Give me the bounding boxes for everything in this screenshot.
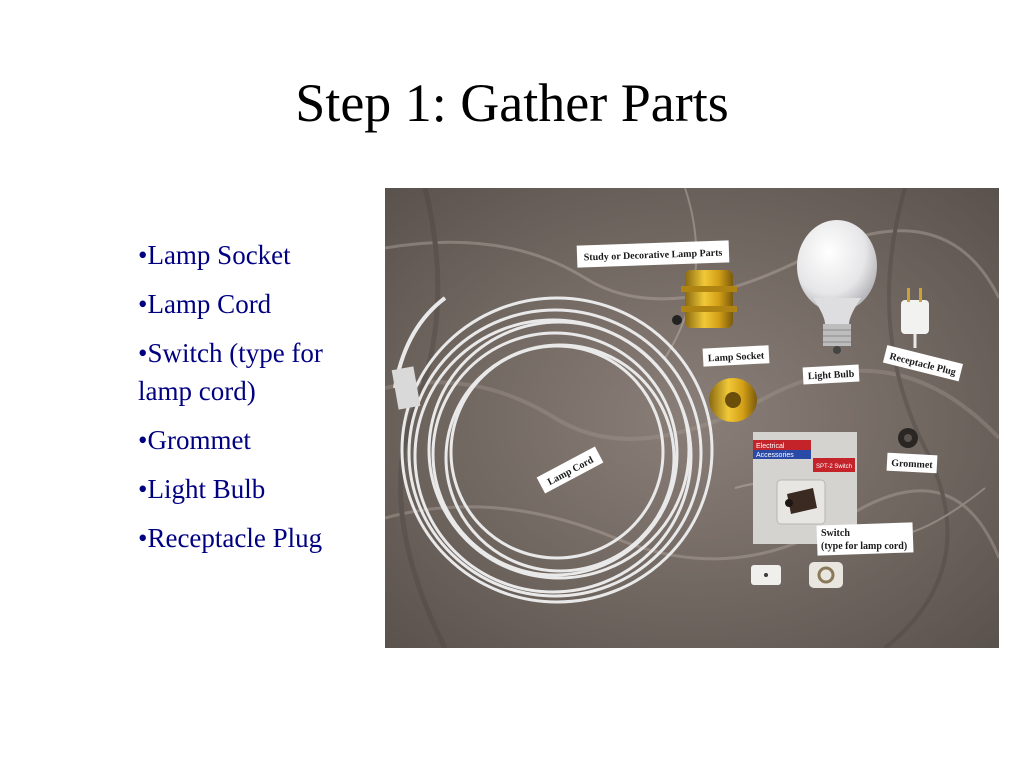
list-item-grommet: •Grommet <box>138 425 251 455</box>
parts-photo: Study or Decorative Lamp Parts Lamp Sock… <box>385 188 999 648</box>
receptacle-plug-image <box>901 288 929 348</box>
cord-twist-tie <box>391 366 421 410</box>
package-brand-line1: Electrical <box>756 443 785 450</box>
package-red-band <box>753 440 811 450</box>
package-blue-band <box>753 450 811 459</box>
grommet-image <box>898 428 918 448</box>
switch-package-image: Electrical Accessories SPT-2 Switch <box>753 432 857 544</box>
package-code: SPT-2 Switch <box>816 464 852 470</box>
package-brand-line2: Accessories <box>756 452 794 459</box>
label-header-text: Study or Decorative Lamp Parts <box>584 248 723 264</box>
list-item-light-bulb: •Light Bulb <box>138 474 266 504</box>
label-card-socket: Lamp Socket <box>702 345 770 367</box>
label-socket-text: Lamp Socket <box>708 350 766 364</box>
label-grommet-text: Grommet <box>891 458 934 471</box>
label-card-switch: Switch (type for lamp cord) <box>816 522 914 556</box>
socket-cap-image <box>709 378 757 422</box>
parts-list: •Lamp Socket •Lamp Cord •Switch (type fo… <box>138 236 383 568</box>
switch-parts-image <box>751 562 843 588</box>
list-item-lamp-socket: •Lamp Socket <box>138 240 291 270</box>
label-card-header: Study or Decorative Lamp Parts <box>576 240 730 268</box>
slide-title: Step 1: Gather Parts <box>295 73 729 133</box>
countertop-background <box>385 188 999 648</box>
list-item-receptacle-plug: •Receptacle Plug <box>138 523 323 553</box>
light-bulb-image <box>797 220 877 354</box>
lamp-socket-image <box>672 270 737 328</box>
lamp-cord-coil <box>393 296 714 604</box>
label-switch-line2: (type for lamp cord) <box>821 541 907 552</box>
parts-photo-canvas: Study or Decorative Lamp Parts Lamp Sock… <box>385 188 999 648</box>
label-bulb-text: Light Bulb <box>808 369 855 382</box>
list-item-switch: •Switch (type for lamp cord) <box>138 338 323 406</box>
label-switch-line1: Switch <box>821 528 850 539</box>
label-card-bulb: Light Bulb <box>802 364 860 385</box>
list-item-lamp-cord: •Lamp Cord <box>138 289 272 319</box>
label-card-grommet: Grommet <box>886 452 938 474</box>
